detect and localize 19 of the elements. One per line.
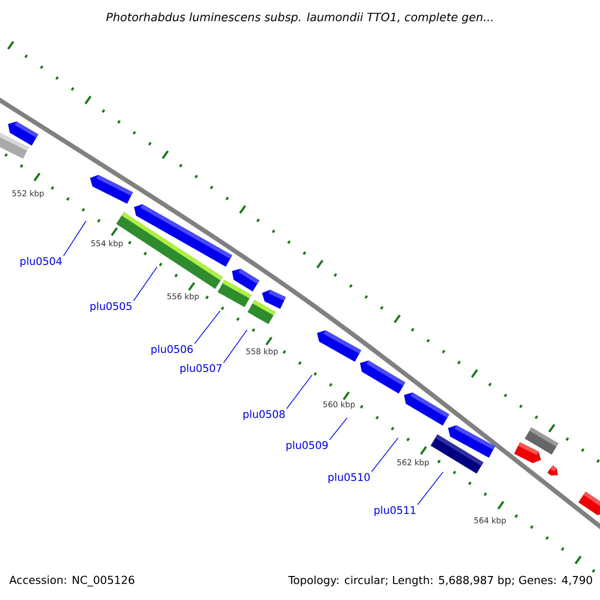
gene-label: plu0505 [90,302,132,312]
footer-text: Topology: circular; Length: 5,688,987 bp; Genes: 4,790 [288,576,592,586]
gene-label: plu0511 [374,506,416,516]
gene-label: plu0506 [152,344,193,356]
leader-line [329,418,348,440]
leader-line [133,266,158,302]
gene-label: plu0509 [286,440,328,452]
footer-text: Accession: NC_005126 [9,576,134,586]
gene-label: plu0510 [328,472,370,484]
leader-line [371,438,398,472]
leader-line [417,472,444,506]
leader-line [286,374,312,410]
leader-line [223,330,248,364]
title: Photorhabdus luminescens subsp. laumondii TTO1, complete gen... [106,12,493,24]
leader-line [194,310,220,344]
leader-line [63,220,86,256]
gene-label: plu0508 [244,410,285,420]
gene-label: plu0504 [20,256,62,268]
gene-label: plu0507 [180,364,222,374]
